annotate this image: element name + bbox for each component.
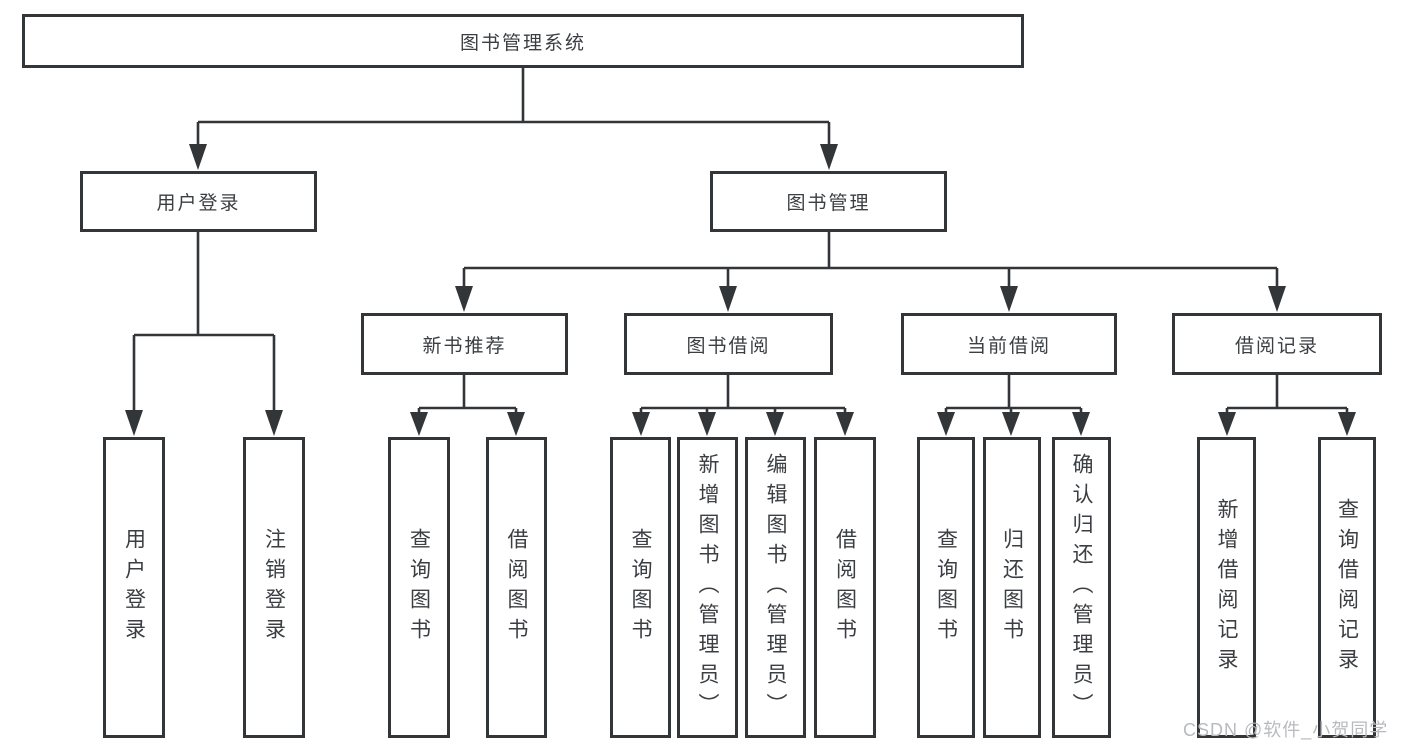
leaf-query-books-recommend: 查询图书 [388, 437, 450, 738]
leaf-logout: 注销登录 [243, 437, 305, 738]
arrow-down-icon [1268, 286, 1286, 312]
leaf-borrow-books: 借阅图书 [814, 437, 876, 738]
arrow-down-icon [1218, 412, 1236, 436]
leaf-borrow-books-recommend: 借阅图书 [486, 437, 547, 738]
node-book-management: 图书管理 [710, 171, 947, 232]
arrow-down-icon [937, 412, 955, 436]
node-new-book-recommend: 新书推荐 [361, 313, 568, 375]
arrow-down-icon [698, 412, 716, 436]
arrow-down-icon [189, 144, 207, 170]
arrow-down-icon [507, 412, 525, 436]
leaf-confirm-return-admin: 确认归还（管理员） [1052, 437, 1111, 738]
node-book-borrow: 图书借阅 [624, 313, 833, 375]
arrow-down-icon [632, 412, 650, 436]
arrow-down-icon [1000, 286, 1018, 312]
arrow-down-icon [766, 412, 784, 436]
leaf-user-login: 用户登录 [103, 437, 165, 738]
leaf-add-borrow-record: 新增借阅记录 [1197, 437, 1256, 738]
leaf-query-borrow-record: 查询借阅记录 [1318, 437, 1376, 738]
arrow-down-icon [820, 144, 838, 170]
arrow-down-icon [410, 412, 428, 436]
node-current-borrow: 当前借阅 [901, 313, 1117, 375]
arrow-down-icon [836, 412, 854, 436]
arrow-down-icon [125, 410, 143, 436]
node-library-management-system: 图书管理系统 [22, 14, 1024, 68]
arrow-down-icon [455, 286, 473, 312]
watermark: CSDN @软件_小贺同学 [1183, 720, 1389, 740]
arrow-down-icon [265, 410, 283, 436]
leaf-add-books-admin: 新增图书（管理员） [677, 437, 738, 738]
arrow-down-icon [1072, 412, 1090, 436]
leaf-query-books-current: 查询图书 [917, 437, 975, 738]
arrow-down-icon [719, 286, 737, 312]
arrow-down-icon [1338, 412, 1356, 436]
leaf-return-books: 归还图书 [983, 437, 1041, 738]
node-borrow-record: 借阅记录 [1172, 313, 1382, 375]
leaf-edit-books-admin: 编辑图书（管理员） [745, 437, 806, 738]
arrow-down-icon [1002, 412, 1020, 436]
leaf-query-books-borrow: 查询图书 [610, 437, 671, 738]
node-user-login: 用户登录 [80, 171, 317, 232]
